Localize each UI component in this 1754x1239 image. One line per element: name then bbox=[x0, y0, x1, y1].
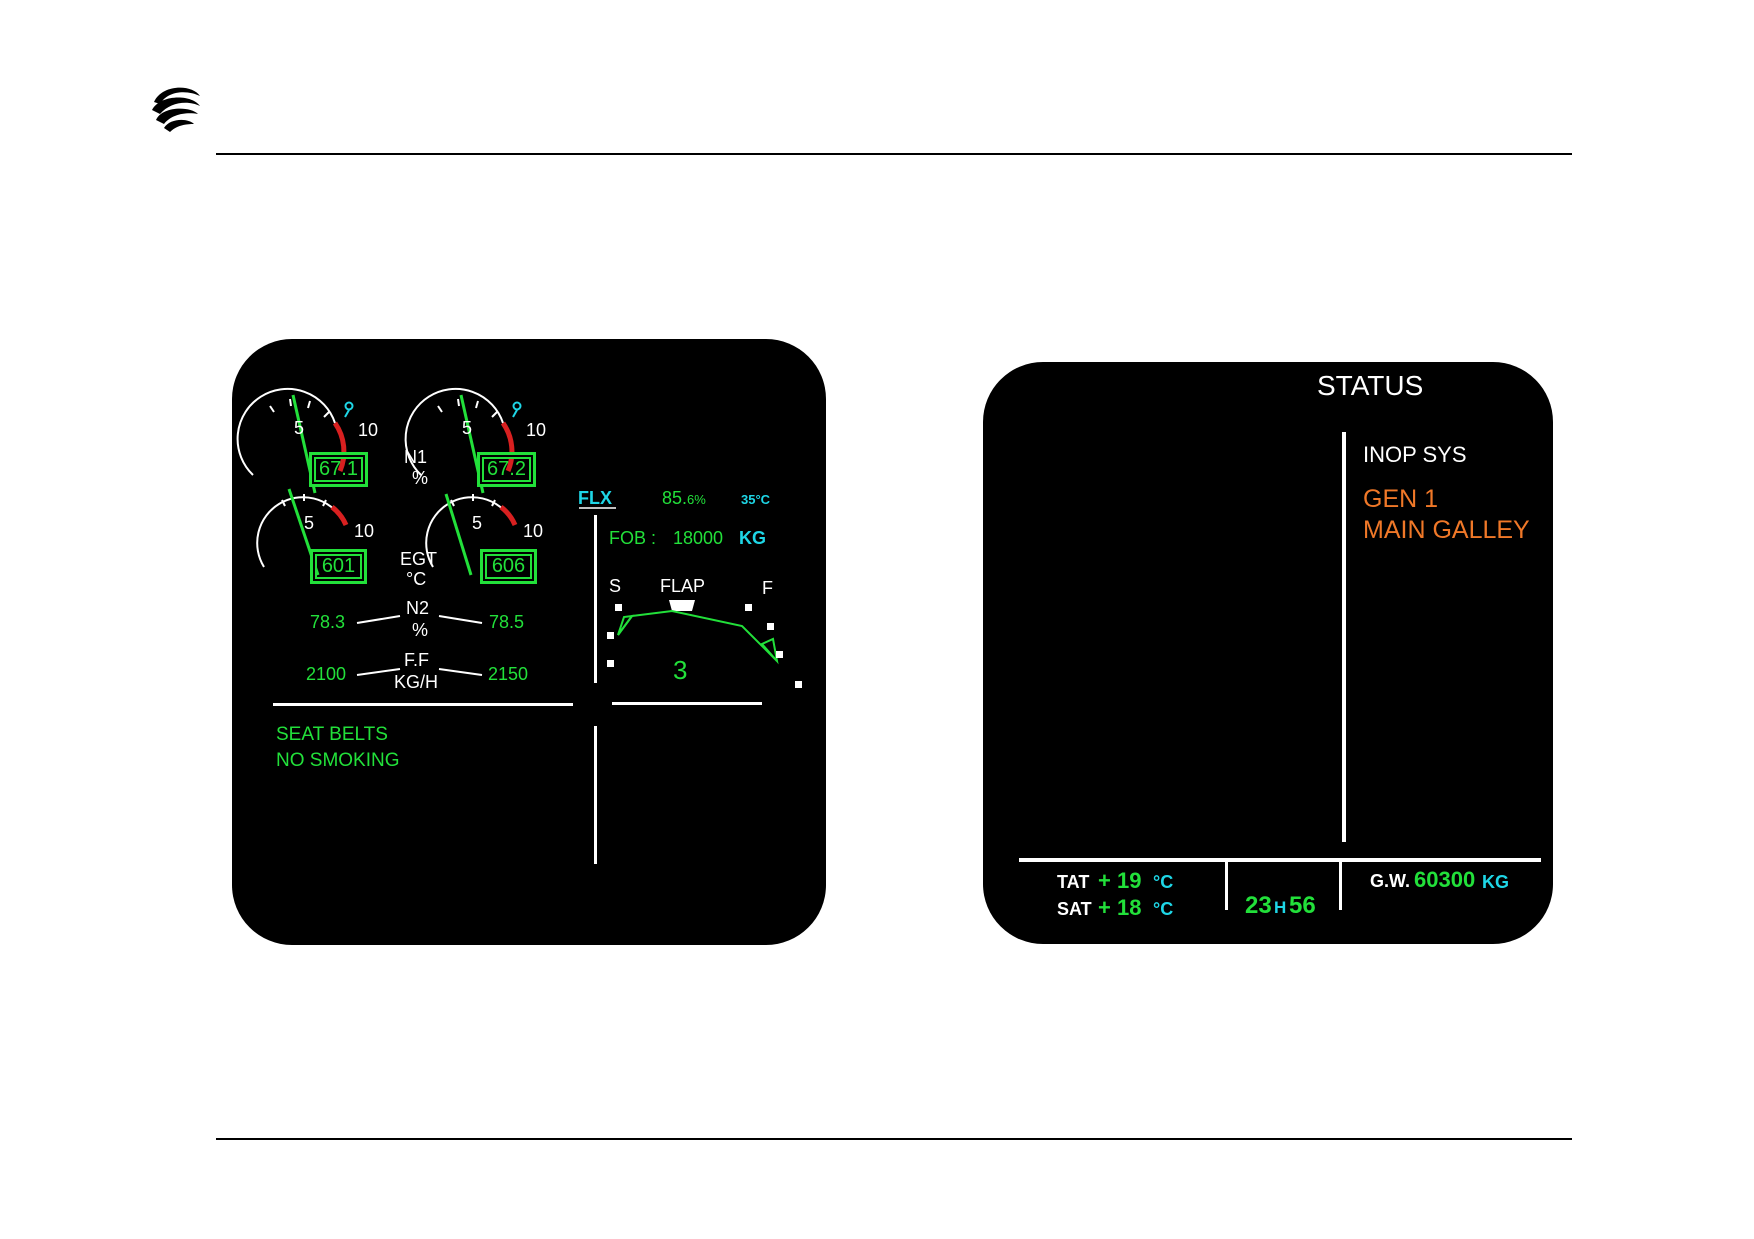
slat-label: S bbox=[609, 576, 622, 596]
memo-no-smoking: NO SMOKING bbox=[276, 750, 400, 771]
fob-unit: KG bbox=[739, 528, 766, 548]
n1-label: N1 bbox=[404, 447, 428, 467]
time-hours: 23 bbox=[1245, 892, 1272, 919]
flap-indicator-graphic bbox=[607, 600, 802, 688]
memo-seat-belts: SEAT BELTS bbox=[276, 724, 388, 745]
fob-label: FOB : bbox=[609, 528, 657, 548]
lower-area-divider-right bbox=[1339, 862, 1342, 910]
n2-eng2-value: 78.5 bbox=[489, 612, 525, 632]
ff-label: F.F bbox=[404, 650, 429, 670]
gw-label: G.W. bbox=[1370, 871, 1410, 891]
egt-eng2-readout: 606 bbox=[480, 549, 537, 584]
flap-title: FLAP bbox=[660, 576, 706, 596]
sat-label: SAT bbox=[1057, 899, 1092, 919]
n1-eng1-readout: 67.1 bbox=[309, 452, 368, 487]
thrust-mode: FLX bbox=[578, 488, 612, 508]
ewd-vertical-divider-upper bbox=[594, 515, 597, 683]
ewd-horizontal-divider-right bbox=[612, 702, 762, 705]
egt-eng2-scale-5: 5 bbox=[472, 513, 483, 533]
egt-unit: °C bbox=[406, 569, 427, 589]
system-display-status: STATUS INOP SYS GEN 1 MAIN GALLEY TAT + … bbox=[983, 362, 1553, 944]
gw-unit: KG bbox=[1482, 872, 1509, 892]
tat-label: TAT bbox=[1057, 872, 1090, 892]
engine-warning-display: 5 10 5 10 67.1 67.2 N1 % 5 10 5 10 601 6… bbox=[232, 339, 826, 945]
time-minutes: 56 bbox=[1289, 892, 1316, 919]
inop-item-main-galley: MAIN GALLEY bbox=[1363, 516, 1530, 544]
egt-eng1-gauge bbox=[256, 488, 349, 576]
tat-value: + 19 bbox=[1098, 868, 1142, 893]
inop-item-gen1: GEN 1 bbox=[1363, 485, 1439, 513]
egt-eng2-scale-10: 10 bbox=[523, 521, 544, 541]
lower-area-top-line bbox=[1019, 858, 1541, 862]
sat-unit: °C bbox=[1153, 899, 1174, 919]
flap-label: F bbox=[762, 578, 773, 598]
flap-config: 3 bbox=[673, 655, 688, 685]
egt-eng1-readout: 601 bbox=[310, 549, 367, 584]
n1-unit: % bbox=[412, 468, 429, 488]
thrust-limit-value: 85.6% bbox=[662, 488, 706, 508]
egt-eng1-scale-10: 10 bbox=[354, 521, 375, 541]
ewd-vertical-divider-lower bbox=[594, 726, 597, 864]
ff-eng2-value: 2150 bbox=[488, 664, 529, 684]
gw-value: 60300 bbox=[1414, 867, 1476, 892]
time-separator: H bbox=[1274, 898, 1287, 917]
n1-eng2-readout: 67.2 bbox=[477, 452, 536, 487]
footer-divider bbox=[216, 1138, 1572, 1140]
n2-eng1-value: 78.3 bbox=[310, 612, 346, 632]
sat-value: + 18 bbox=[1098, 895, 1142, 920]
flex-temperature: 35°C bbox=[741, 492, 771, 507]
lower-area-divider-left bbox=[1225, 862, 1228, 910]
n2-unit: % bbox=[412, 620, 429, 640]
egt-eng1-scale-5: 5 bbox=[304, 513, 315, 533]
swirl-logo-icon bbox=[150, 82, 202, 134]
tat-unit: °C bbox=[1153, 872, 1174, 892]
engine-gauges bbox=[236, 387, 802, 688]
n2-label: N2 bbox=[406, 598, 430, 618]
status-vertical-divider bbox=[1342, 432, 1346, 842]
ff-eng1-value: 2100 bbox=[306, 664, 347, 684]
egt-label: EGT bbox=[400, 549, 438, 569]
ff-unit: KG/H bbox=[394, 672, 439, 692]
n1-eng2-scale-5: 5 bbox=[462, 418, 473, 438]
fob-value: 18000 bbox=[673, 528, 724, 548]
header-divider bbox=[216, 153, 1572, 155]
n1-eng1-scale-5: 5 bbox=[294, 418, 305, 438]
n1-eng2-scale-10: 10 bbox=[526, 420, 547, 440]
inop-sys-title: INOP SYS bbox=[1363, 442, 1467, 467]
ewd-horizontal-divider-left bbox=[273, 703, 573, 706]
egt-eng2-gauge bbox=[425, 493, 518, 576]
n1-eng1-scale-10: 10 bbox=[358, 420, 379, 440]
status-title: STATUS bbox=[1317, 370, 1424, 401]
